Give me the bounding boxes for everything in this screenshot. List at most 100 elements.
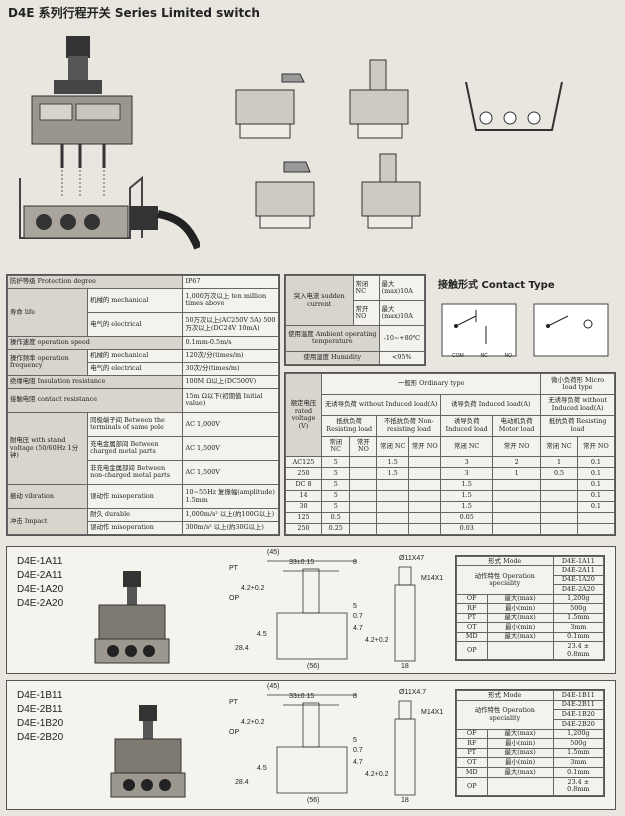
spec-value: 15m Ω以下(初期值 Initial value)	[182, 387, 279, 413]
dim-56: (56)	[307, 663, 320, 670]
rating-cell	[408, 456, 442, 469]
spec-sub: 机械的 mechanical	[87, 348, 184, 363]
rating-cell: 5	[320, 467, 351, 480]
no-label: 常开NO	[352, 300, 380, 327]
op-cell: 3mm	[552, 622, 605, 633]
rating-cell: 1.5	[376, 456, 410, 469]
model-list: D4E-1B11 D4E-2B11 D4E-1B20 D4E-2B20	[17, 689, 63, 745]
dim-4-2b: 4.2+0.2	[365, 771, 389, 778]
model-cell: D4E-2B20	[552, 718, 605, 730]
humidity-label: 使用湿度 Humidity	[285, 350, 380, 366]
rating-cell: 5	[320, 478, 351, 491]
dim-8: 8	[353, 559, 357, 566]
operation-speciality-header: 动作特性 Operation speciality	[456, 699, 554, 730]
no-header: 常开 NO	[349, 435, 378, 458]
induced-load-col: 诱导负荷 Induced load	[440, 414, 494, 437]
op-cell: PT	[456, 747, 488, 759]
nc-header: 常闭 NC	[440, 435, 494, 458]
rating-cell	[540, 500, 578, 513]
operation-speciality-header: 动作特性 Operation speciality	[456, 565, 554, 595]
model-label: D4E-2A20	[17, 598, 64, 609]
temp-value: -10~+80℃	[378, 325, 426, 352]
product-image-b	[110, 705, 186, 798]
dim-4-2b: 4.2+0.2	[365, 637, 389, 644]
spec-value: 300m/s² 以上(約30G以上)	[182, 521, 279, 535]
rating-cell: 1.5	[440, 478, 494, 491]
model-label: D4E-2B11	[17, 704, 63, 715]
op-cell	[486, 776, 554, 797]
contact-labels: COM NC NO	[452, 353, 512, 359]
rating-cell	[376, 489, 410, 502]
rating-cell: AC125	[285, 456, 322, 469]
dim-0-7: 0.7	[353, 613, 363, 620]
spec-value: 120次/分(times/m)	[182, 348, 279, 363]
op-cell: 3mm	[552, 757, 605, 769]
spec-value: 0.1mm-0.5m/s	[182, 336, 279, 350]
model-cell: D4E-1A11	[552, 555, 605, 567]
rating-cell	[349, 478, 378, 491]
spec-label: 振动 vibration	[6, 484, 89, 510]
rating-cell: 0.1	[576, 500, 616, 513]
rating-cell: 5	[320, 456, 351, 469]
op-cell: 最大(max)	[486, 631, 554, 643]
model-cell: D4E-2B11	[552, 699, 605, 711]
rating-table: 额定电压 rated voltage (V) 一般形 Ordinary type…	[284, 372, 616, 536]
rating-cell	[349, 456, 378, 469]
page-title: D4E 系列行程开关 Series Limited switch	[8, 6, 260, 20]
induced-load: 诱导负荷 Induced load(A)	[440, 393, 542, 416]
no-header: 常开 NO	[492, 435, 542, 458]
contact-label: COM	[452, 353, 464, 359]
nc-header: 常闭 NC	[320, 435, 351, 458]
rating-cell: 250	[285, 467, 322, 480]
dim-op: OP	[229, 729, 240, 736]
spec-value: 50万次以上(AC250V 5A) 500万次以上(DC24V 10mA)	[182, 311, 279, 338]
rating-cell	[576, 522, 616, 536]
model-label: D4E-1B11	[17, 690, 63, 701]
spec-value: 10~55Hz 复振幅(amplitude) 1.5mm	[182, 484, 279, 510]
spec-value: 1,000万次以上 ten million times above	[182, 287, 279, 313]
dim-45: (45)	[267, 683, 280, 690]
rating-cell: 14	[285, 489, 322, 502]
spec-label: 防护等级 Protection degree	[6, 275, 184, 289]
rating-cell	[408, 489, 442, 502]
spec-sub: 耐久 durable	[87, 508, 184, 523]
model-label: D4E-2A11	[17, 570, 63, 581]
dim-4-7: 4.7	[353, 759, 363, 766]
rating-cell: 0.1	[576, 467, 616, 480]
op-cell: 1,200g	[552, 593, 605, 605]
rating-cell: 0.1	[576, 489, 616, 502]
model-label: D4E-1A11	[17, 556, 63, 567]
dim-phi: Ø11X47	[399, 555, 425, 562]
dim-4-2: 4.2+0.2	[241, 585, 265, 592]
dim-56: (56)	[307, 797, 320, 804]
op-cell: 500g	[552, 738, 605, 749]
rating-cell	[376, 511, 410, 524]
spec-value: AC 1,500V	[182, 459, 279, 486]
dim-18: 18	[401, 663, 409, 670]
micro-type: 微小负荷形 Micro load type	[540, 373, 615, 395]
op-cell: 最大(max)	[486, 728, 554, 740]
spec-value: IP67	[182, 275, 279, 289]
rating-cell: 3	[440, 456, 494, 469]
rating-cell: 0.03	[440, 522, 494, 536]
dim-4-7: 4.7	[353, 625, 363, 632]
spec-value: AC 1,000V	[182, 411, 279, 437]
dim-45: (45)	[267, 549, 280, 556]
product-block-b: D4E-1B11 D4E-2B11 D4E-1B20 D4E-2B20 (45)…	[6, 680, 616, 810]
spec-label: 耐电压 with stand voltage (50/60Hz 1分钟)	[6, 411, 89, 486]
motor-load: 电动机负荷 Motor load	[492, 414, 542, 437]
op-cell: OF	[456, 593, 488, 605]
no-header: 常开 NO	[576, 435, 616, 458]
spec-label: 冲击 Impact	[6, 508, 89, 535]
op-cell: OT	[456, 622, 488, 633]
model-cell: D4E-2A11	[552, 565, 605, 576]
rating-cell	[540, 478, 578, 491]
rating-cell	[408, 478, 442, 491]
